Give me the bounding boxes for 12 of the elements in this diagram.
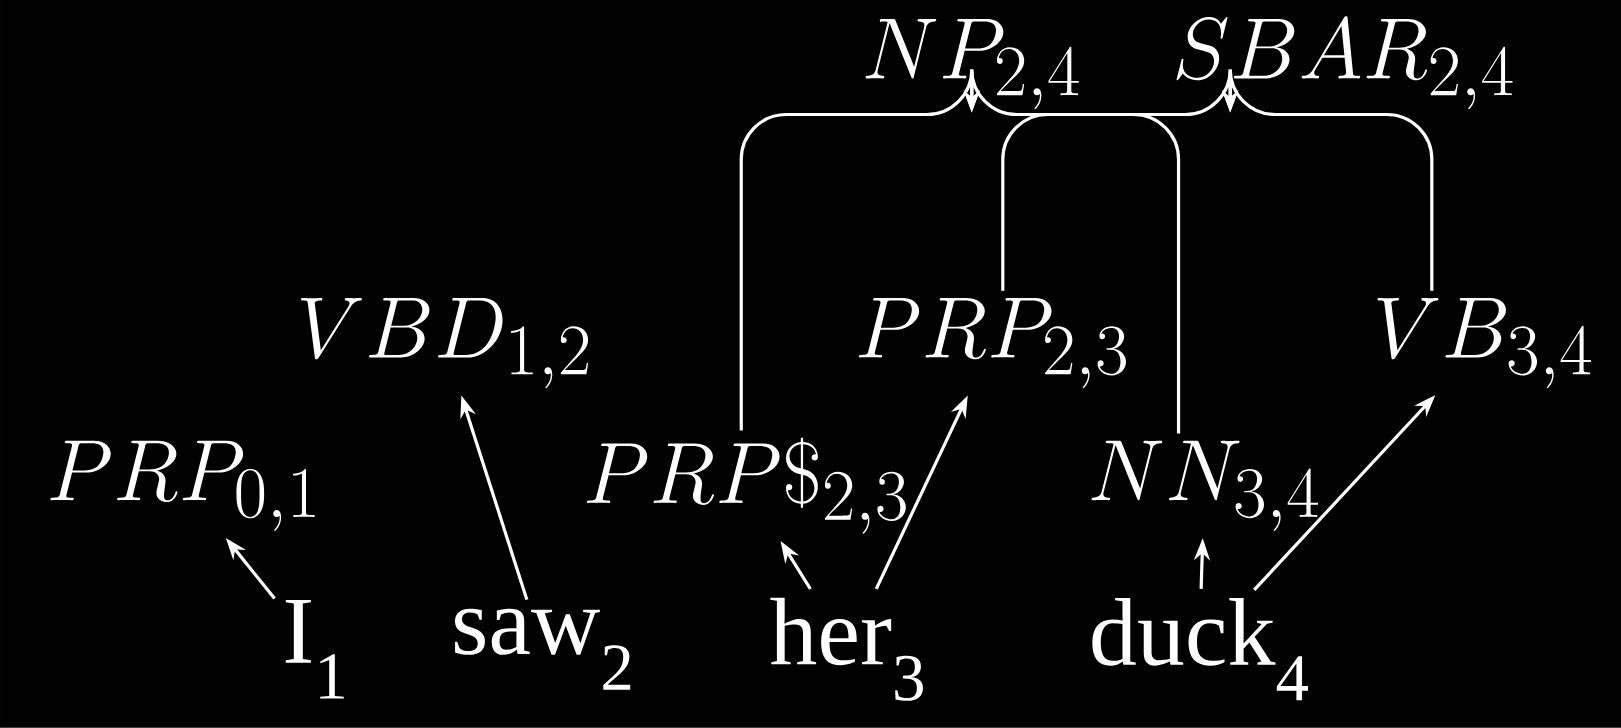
tag-label: $NN_{3,4}$: [1091, 440, 1318, 532]
word-label: I$_{1}$: [285, 600, 344, 699]
tag-label: $PRP_{0,1}$: [50, 440, 315, 532]
tag-label: $SBAR_{2,4}$: [1176, 16, 1513, 110]
tag-label: $NP_{2,4}$: [865, 19, 1079, 110]
tag-label: $PRP\$_{2,3}$: [586, 437, 906, 534]
word-label: saw$_{2}$: [455, 608, 631, 690]
word-label: duck$_{4}$: [1092, 598, 1309, 701]
word-label: her$_{3}$: [770, 597, 923, 701]
tag-label: $PRP_{2,3}$: [858, 298, 1126, 389]
tag-label: $VB_{3,4}$: [1377, 298, 1591, 389]
tag-label: $VBD_{1,2}$: [300, 298, 589, 389]
